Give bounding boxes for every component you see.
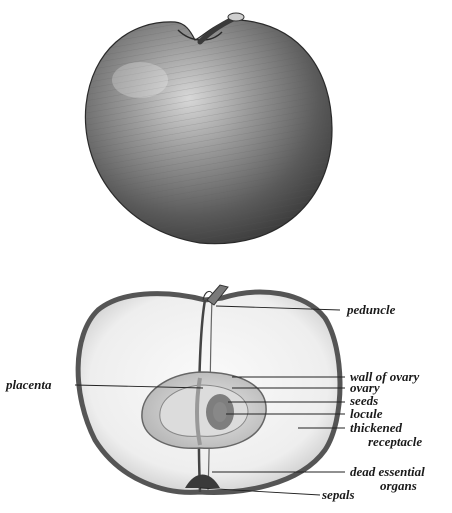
label-thickened: thickened <box>350 420 402 435</box>
label-organs: organs <box>380 478 417 493</box>
sectioned-apple <box>78 285 340 493</box>
label-dead-essential: dead essential <box>350 464 425 479</box>
label-placenta: placenta <box>5 377 52 392</box>
whole-apple <box>85 13 332 244</box>
label-sepals: sepals <box>321 487 355 502</box>
label-locule: locule <box>350 406 383 421</box>
label-receptacle: receptacle <box>368 434 422 449</box>
label-peduncle: peduncle <box>346 302 396 317</box>
